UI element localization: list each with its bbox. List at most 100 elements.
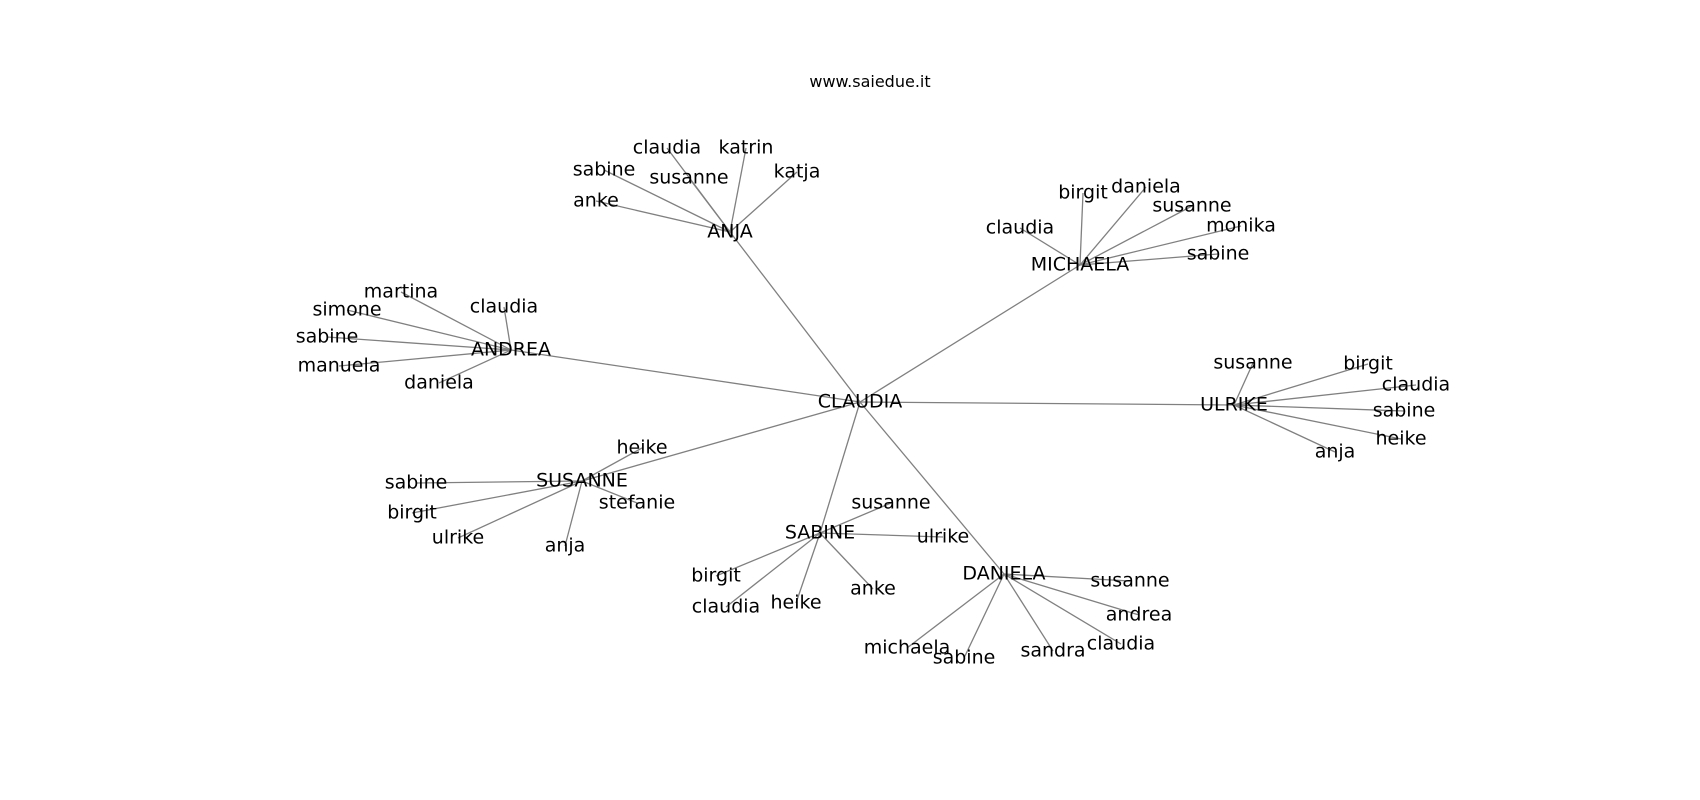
- edge-center-to-michaela: [859, 264, 1081, 403]
- node-leaf-anja-anke: anke: [573, 190, 619, 212]
- node-leaf-sabine-anke: anke: [850, 578, 896, 600]
- edge-ulrike-to-heike: [1233, 404, 1402, 440]
- edge-anja-to-katrin: [729, 147, 747, 233]
- edge-ulrike-to-claudia: [1233, 384, 1417, 406]
- edge-michaela-to-daniela: [1079, 186, 1147, 266]
- node-leaf-sabine-ulrike: ulrike: [917, 526, 969, 548]
- node-hub-andrea: ANDREA: [471, 339, 551, 361]
- node-leaf-sabine-heike: heike: [770, 592, 821, 614]
- node-leaf-andrea-martina: martina: [364, 281, 438, 303]
- edge-anja-to-katja: [729, 171, 798, 233]
- edge-daniela-to-sabine: [963, 573, 1005, 659]
- node-leaf-michaela-susanne: susanne: [1152, 195, 1231, 217]
- node-leaf-daniela-susanne: susanne: [1090, 570, 1169, 592]
- node-leaf-daniela-claudia: claudia: [1087, 633, 1155, 655]
- edge-andrea-to-martina: [400, 291, 512, 351]
- edge-michaela-to-birgit: [1079, 192, 1084, 266]
- edge-andrea-to-sabine: [326, 336, 512, 351]
- node-leaf-michaela-birgit: birgit: [1058, 182, 1108, 204]
- edge-susanne-to-anja: [564, 480, 583, 547]
- edge-daniela-to-claudia: [1003, 573, 1122, 645]
- edge-center-to-sabine: [819, 401, 861, 534]
- edge-sabine-to-heike: [795, 532, 821, 604]
- edge-susanne-to-birgit: [411, 480, 583, 514]
- labels-layer: CLAUDIA ANJA claudia katrin sabine susanne kat…: [296, 137, 1451, 669]
- node-leaf-andrea-daniela: daniela: [404, 372, 474, 394]
- node-leaf-andrea-simone: simone: [312, 299, 381, 321]
- edge-andrea-to-daniela: [438, 349, 512, 384]
- node-leaf-ulrike-sabine: sabine: [1373, 400, 1436, 422]
- node-leaf-michaela-monika: monika: [1206, 215, 1276, 237]
- edges-layer: [326, 147, 1417, 659]
- edge-ulrike-to-anja: [1233, 404, 1336, 453]
- node-leaf-andrea-claudia: claudia: [470, 296, 538, 318]
- edge-center-to-daniela: [859, 401, 1005, 575]
- edge-sabine-to-ulrike: [819, 532, 944, 538]
- node-leaf-michaela-claudia: claudia: [986, 217, 1054, 239]
- node-leaf-anja-katja: katja: [774, 161, 821, 183]
- node-leaf-susanne-anja: anja: [545, 535, 586, 557]
- node-center: CLAUDIA: [818, 391, 902, 413]
- node-leaf-ulrike-anja: anja: [1315, 441, 1356, 463]
- node-leaf-ulrike-birgit: birgit: [1343, 353, 1393, 375]
- edge-susanne-to-heike: [581, 447, 643, 482]
- node-leaf-daniela-sandra: sandra: [1020, 640, 1085, 662]
- edge-daniela-to-susanne: [1003, 573, 1131, 582]
- edge-center-to-ulrike: [859, 401, 1235, 406]
- node-leaf-michaela-sabine: sabine: [1187, 243, 1250, 265]
- edge-andrea-to-manuela: [338, 349, 512, 367]
- node-leaf-susanne-heike: heike: [616, 437, 667, 459]
- node-hub-daniela: DANIELA: [962, 563, 1045, 585]
- node-leaf-sabine-claudia: claudia: [692, 596, 760, 618]
- node-leaf-anja-katrin: katrin: [719, 137, 774, 159]
- node-leaf-ulrike-heike: heike: [1375, 428, 1426, 450]
- node-leaf-susanne-ulrike: ulrike: [432, 527, 484, 549]
- edge-center-to-andrea: [510, 349, 861, 403]
- node-hub-sabine: SABINE: [785, 522, 855, 544]
- edge-susanne-to-sabine: [415, 480, 583, 484]
- node-leaf-sabine-birgit: birgit: [691, 565, 741, 587]
- edge-center-to-anja: [729, 231, 861, 403]
- node-leaf-anja-claudia: claudia: [633, 137, 701, 159]
- node-leaf-andrea-sabine: sabine: [296, 326, 359, 348]
- edge-anja-to-sabine: [603, 169, 731, 233]
- edge-michaela-to-monika: [1079, 225, 1242, 266]
- edge-michaela-to-sabine: [1079, 253, 1219, 266]
- edge-anja-to-susanne: [688, 177, 731, 233]
- node-leaf-susanne-sabine: sabine: [385, 472, 448, 494]
- edge-sabine-to-birgit: [715, 532, 821, 577]
- edge-sabine-to-claudia: [725, 532, 821, 608]
- node-leaf-anja-sabine: sabine: [573, 159, 636, 181]
- node-leaf-susanne-birgit: birgit: [387, 502, 437, 524]
- node-leaf-michaela-daniela: daniela: [1111, 176, 1181, 198]
- edge-sabine-to-susanne: [819, 502, 892, 534]
- edge-andrea-to-claudia: [503, 306, 512, 351]
- edge-center-to-susanne: [581, 401, 861, 482]
- edge-anja-to-anke: [595, 200, 731, 233]
- node-leaf-anja-susanne: susanne: [649, 167, 728, 189]
- node-leaf-sabine-susanne: susanne: [851, 492, 930, 514]
- edge-michaela-to-susanne: [1079, 205, 1193, 266]
- node-leaf-susanne-stefanie: stefanie: [599, 492, 675, 514]
- edge-michaela-to-claudia: [1019, 227, 1081, 266]
- edge-susanne-to-ulrike: [457, 480, 583, 539]
- edge-ulrike-to-sabine: [1233, 404, 1405, 412]
- node-hub-ulrike: ULRIKE: [1200, 394, 1268, 416]
- edge-ulrike-to-birgit: [1233, 363, 1369, 406]
- edge-daniela-to-michaela: [906, 573, 1005, 649]
- node-leaf-daniela-michaela: michaela: [864, 637, 951, 659]
- node-leaf-daniela-sabine: sabine: [933, 647, 996, 669]
- node-leaf-andrea-manuela: manuela: [298, 355, 381, 377]
- node-leaf-ulrike-susanne: susanne: [1213, 352, 1292, 374]
- edge-daniela-to-andrea: [1003, 573, 1140, 616]
- edge-sabine-to-anke: [819, 532, 874, 590]
- node-hub-susanne: SUSANNE: [536, 470, 628, 492]
- node-leaf-ulrike-claudia: claudia: [1382, 374, 1450, 396]
- diagram-title: www.saiedue.it: [809, 72, 930, 91]
- node-leaf-daniela-andrea: andrea: [1106, 604, 1172, 626]
- edge-ulrike-to-susanne: [1233, 362, 1254, 406]
- edge-daniela-to-sandra: [1003, 573, 1054, 652]
- edge-andrea-to-simone: [346, 309, 512, 351]
- node-hub-anja: ANJA: [707, 221, 752, 243]
